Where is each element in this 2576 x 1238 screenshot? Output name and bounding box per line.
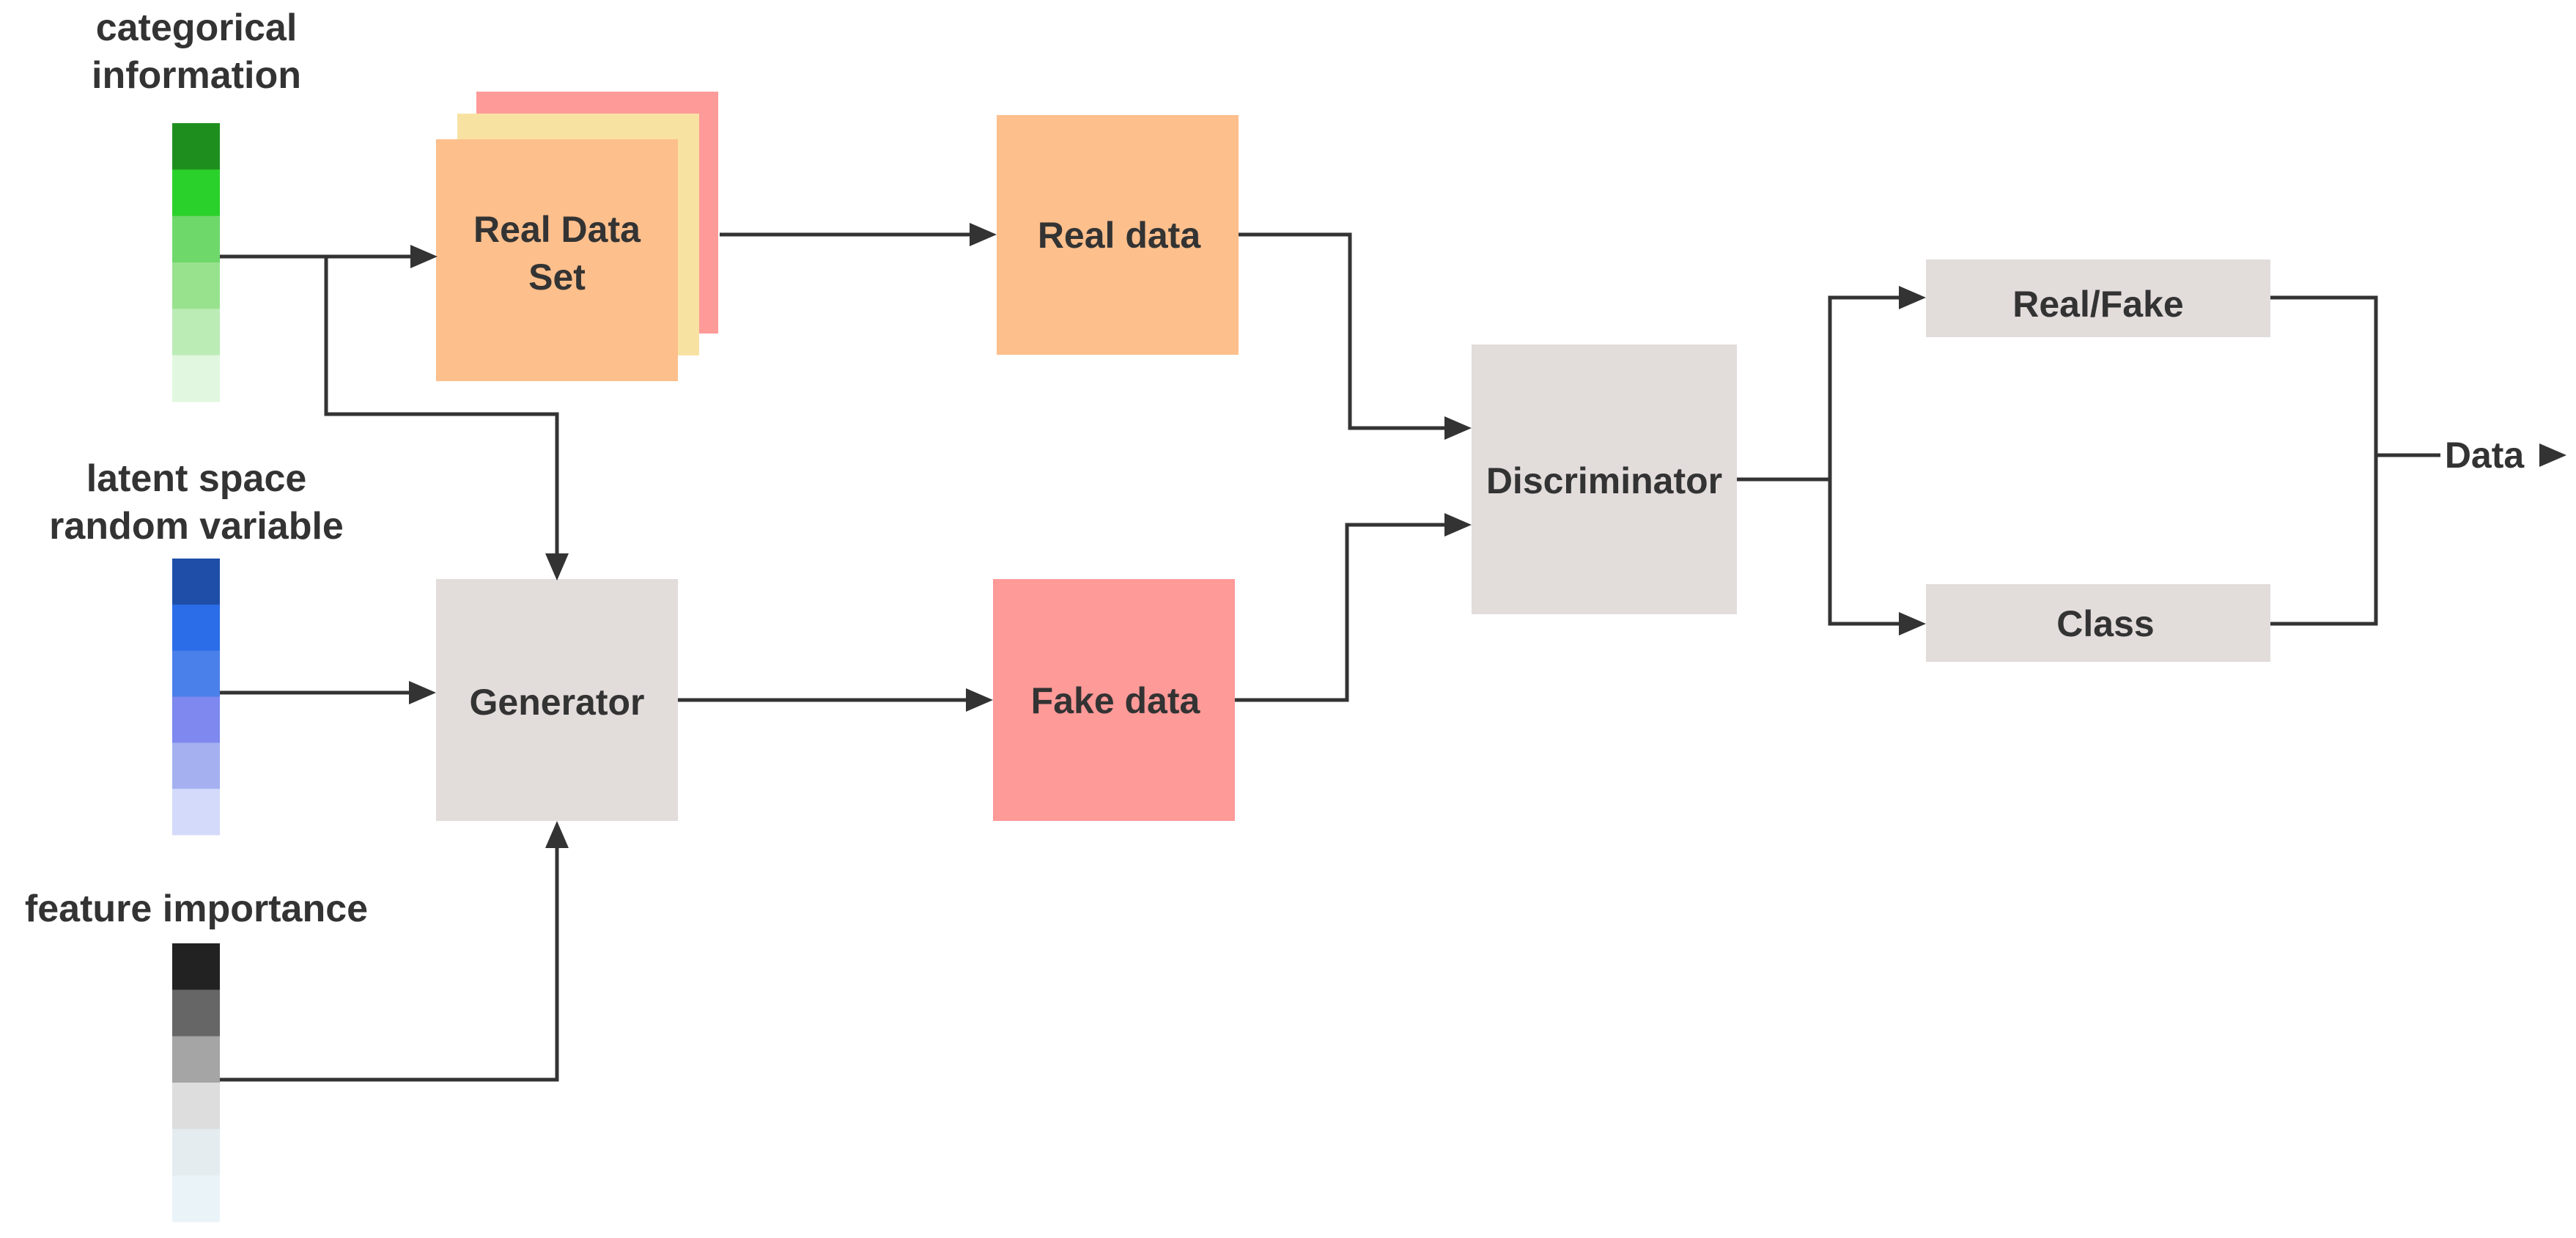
edge-discriminator-to-real-fake xyxy=(1828,295,1899,479)
real-data-label: Real data xyxy=(1038,215,1202,256)
real-data-set-front-card xyxy=(436,139,678,381)
edge-fake-data-to-discriminator xyxy=(1235,523,1444,702)
latent-space-strip-cell xyxy=(172,789,220,836)
real-data-node: Real data xyxy=(997,115,1239,355)
edge-categorical-to-real-data-set-arrowhead xyxy=(410,245,438,268)
generator-label: Generator xyxy=(470,682,645,723)
fake-data-box xyxy=(993,579,1235,821)
categorical-info-strip-cell xyxy=(172,309,220,356)
generator-box xyxy=(436,579,678,821)
edge-real-fake-to-merge xyxy=(2270,295,2378,626)
edge-generator-to-fake-data-arrowhead xyxy=(966,688,993,712)
latent-space-strip-cell xyxy=(172,696,220,743)
fake-data-label: Fake data xyxy=(1031,680,1201,721)
edge-categorical-to-generator xyxy=(324,257,559,553)
categorical-info-strip-cell xyxy=(172,355,220,402)
real-fake-label: Real/Fake xyxy=(2012,284,2183,325)
discriminator-box xyxy=(1472,344,1737,614)
edge-discriminator-to-class-arrowhead xyxy=(1899,612,1926,635)
latent-space-label-2: random variable xyxy=(49,505,344,548)
categorical-info-strip-cell xyxy=(172,262,220,309)
categorical-info-strip-cell xyxy=(172,123,220,170)
output-data-arrowhead xyxy=(2539,443,2566,467)
output-data-label: Data xyxy=(2445,435,2525,476)
categorical-info-strip-cell xyxy=(172,169,220,217)
real-data-set-label: Real Data xyxy=(473,209,641,250)
categorical-info-label-2: information xyxy=(92,54,301,97)
feature-importance-strip xyxy=(172,943,220,1223)
edge-real-data-to-discriminator xyxy=(1239,232,1444,430)
latent-space-strip-cell xyxy=(172,743,220,789)
real-fake-box xyxy=(1926,259,2270,337)
categorical-info-label: categorical xyxy=(96,7,298,49)
real-data-box xyxy=(997,115,1239,355)
categorical-info-strip xyxy=(172,123,220,402)
categorical-info-strip-cell xyxy=(172,215,220,263)
edge-latent-to-generator-arrowhead xyxy=(409,681,436,704)
real-fake-node: Real/Fake xyxy=(1926,259,2270,337)
latent-space-label: latent space xyxy=(86,457,307,500)
latent-space-strip xyxy=(172,559,220,836)
feature-importance-strip-cell xyxy=(172,1036,220,1083)
feature-importance-strip-cell xyxy=(172,1175,220,1223)
latent-space-strip-cell xyxy=(172,559,220,605)
edge-fake-data-to-discriminator-arrowhead xyxy=(1444,513,1472,537)
discriminator-node: Discriminator xyxy=(1472,344,1737,614)
fake-data-node: Fake data xyxy=(993,579,1235,821)
real-data-set-label-2: Set xyxy=(528,257,586,298)
edge-discriminator-to-real-fake-arrowhead xyxy=(1899,286,1926,309)
edge-discriminator-to-class xyxy=(1828,479,1899,626)
real-data-set-node: Real Data Set xyxy=(436,92,718,381)
feature-importance-strip-cell xyxy=(172,990,220,1037)
edge-categorical-to-generator-arrowhead xyxy=(545,553,569,581)
feature-importance-label: feature importance xyxy=(25,888,368,930)
discriminator-label: Discriminator xyxy=(1486,460,1722,501)
feature-importance-strip-cell xyxy=(172,1129,220,1176)
class-box xyxy=(1926,584,2270,662)
class-label: Class xyxy=(2056,603,2154,644)
latent-space-strip-cell xyxy=(172,604,220,652)
generator-node: Generator xyxy=(436,579,678,821)
edge-real-data-set-to-real-data-arrowhead xyxy=(970,223,997,246)
class-node: Class xyxy=(1926,584,2270,662)
latent-space-strip-cell xyxy=(172,650,220,697)
edge-real-data-to-discriminator-arrowhead xyxy=(1444,416,1472,440)
feature-importance-strip-cell xyxy=(172,943,220,990)
edge-feature-to-generator xyxy=(220,848,559,1082)
feature-importance-strip-cell xyxy=(172,1083,220,1130)
edge-feature-to-generator-arrowhead xyxy=(545,821,569,848)
